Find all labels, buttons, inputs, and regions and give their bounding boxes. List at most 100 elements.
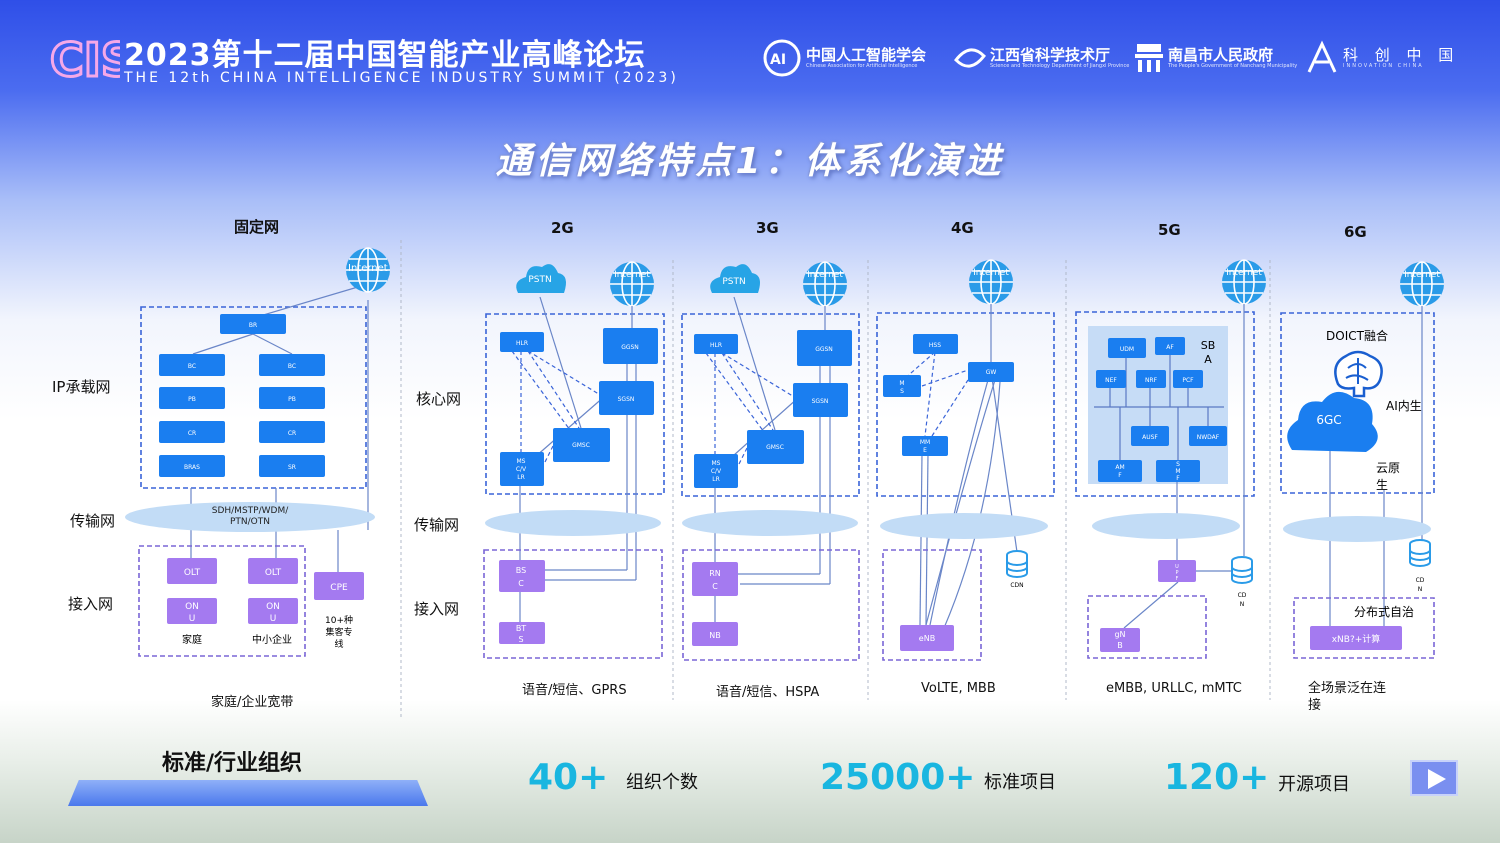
ciis-logo-icon: CIS xyxy=(49,32,121,89)
fixed-left-stack: BC PB CR BRAS xyxy=(159,354,225,477)
onu-label: U xyxy=(270,614,277,624)
cdn-label: CD xyxy=(1238,592,1247,599)
xnb-label: xNB?+计算 xyxy=(1332,633,1381,645)
6g-access-box xyxy=(1293,597,1435,659)
msc-node xyxy=(694,454,738,488)
internet-globe-icon xyxy=(968,259,1014,305)
transport-ellipse xyxy=(485,510,661,536)
partner-sub: Science and Technology Department of Jia… xyxy=(990,63,1130,69)
bsc-label: BS xyxy=(516,566,526,575)
cloud-native-label: 生 xyxy=(1376,478,1388,492)
transport-ellipse xyxy=(682,510,858,536)
ggsn-label: GGSN xyxy=(815,346,833,353)
gw-node xyxy=(968,362,1014,382)
node-label: BRAS xyxy=(184,464,200,471)
column-5g: 5G xyxy=(1158,221,1181,239)
gmsc-label: GMSC xyxy=(572,442,590,449)
hlr-label: HLR xyxy=(516,340,528,347)
6gc-cloud-icon xyxy=(1287,391,1378,452)
column-3g: 3G xyxy=(756,219,779,237)
cdn-label: CDN xyxy=(1010,582,1023,589)
next-slide-play-button[interactable] xyxy=(1410,760,1458,796)
bts-label: BT xyxy=(516,624,526,633)
3g-core-box xyxy=(681,313,860,497)
internet-label: Internet xyxy=(614,270,650,280)
msc-label: C/V xyxy=(516,466,527,473)
column-4g: 4G xyxy=(951,219,974,237)
cpe-note-line2: 集客专 xyxy=(325,626,352,638)
caption-2g: 语音/短信、GPRS xyxy=(522,683,627,698)
gmsc-node xyxy=(553,428,610,462)
onu-node xyxy=(167,598,217,624)
doict-label: DOICT融合 xyxy=(1326,328,1388,343)
4g-core-box xyxy=(876,312,1055,497)
upf-label: U xyxy=(1175,564,1179,570)
stat-opensource-value: 120+ xyxy=(1164,757,1270,798)
bts-node xyxy=(499,622,545,644)
partner-innovation-china: 科 创 中 国 INNOVATION CHINA xyxy=(1305,38,1459,78)
hss-node xyxy=(913,334,958,354)
column-6g: 6G xyxy=(1344,223,1367,241)
2g-access-box xyxy=(483,549,663,659)
node-label: PB xyxy=(188,396,196,403)
sgsn-node xyxy=(599,381,654,415)
summit-subtitle: THE 12th CHINA INTELLIGENCE INDUSTRY SUM… xyxy=(124,70,679,86)
olt-node xyxy=(167,558,217,584)
transport-ellipse xyxy=(880,513,1048,539)
ms-node xyxy=(883,375,921,397)
partner-nanchang: 南昌市人民政府 The People's Government of Nanch… xyxy=(1132,38,1297,78)
distributed-autonomy-label: 分布式自治 xyxy=(1354,605,1414,619)
caption-fixed: 家庭/企业宽带 xyxy=(211,695,294,710)
2g-core-box xyxy=(485,313,665,495)
nrf-label: NRF xyxy=(1145,377,1158,384)
internet-label: Internet xyxy=(348,263,388,274)
ai-native-label: AI内生 xyxy=(1386,399,1422,413)
internet-globe-icon xyxy=(802,261,848,307)
transport-tech-line2: PTN/OTN xyxy=(230,517,270,527)
mme-node xyxy=(902,436,948,456)
svg-text:AI: AI xyxy=(770,52,786,68)
cpe-node xyxy=(314,572,364,600)
msc-label: MS xyxy=(712,460,721,467)
6gc-label: 6GC xyxy=(1316,413,1341,427)
transport-tech-line1: SDH/MSTP/WDM/ xyxy=(212,506,289,516)
gnb-node xyxy=(1100,628,1140,652)
bsc-node xyxy=(499,560,545,592)
hlr-node xyxy=(500,332,544,352)
innovation-china-logo-icon xyxy=(1307,40,1337,73)
rnc-label: C xyxy=(712,582,718,591)
msc-label: C/V xyxy=(711,468,722,475)
internet-globe-icon xyxy=(1221,259,1267,305)
upf-label: F xyxy=(1176,576,1179,582)
partner-name: 江西省科学技术厅 xyxy=(990,46,1111,64)
node-label: PB xyxy=(288,396,296,403)
internet-label: Internet xyxy=(1404,270,1440,280)
sba-label: A xyxy=(1204,353,1212,366)
rnc-label: RN xyxy=(709,569,721,578)
rnc-node xyxy=(692,562,738,596)
ip-bearer-box xyxy=(140,306,367,489)
smf-label: S xyxy=(1176,461,1180,468)
caai-logo-icon: AI xyxy=(763,39,801,77)
node-label: SR xyxy=(288,464,296,471)
hss-label: HSS xyxy=(929,342,941,349)
onu-label: ON xyxy=(185,602,199,612)
stat-orgs-label: 组织个数 xyxy=(626,772,698,793)
pstn-label: PSTN xyxy=(528,275,551,285)
caption-5g: eMBB, URLLC, mMTC xyxy=(1106,681,1242,696)
transport-ellipse xyxy=(1283,516,1431,542)
gmsc-node xyxy=(747,430,804,464)
partner-name: 南昌市人民政府 xyxy=(1168,46,1274,64)
ms-label: S xyxy=(900,388,904,395)
layer-transport-left: 传输网 xyxy=(70,512,116,530)
home-label: 家庭 xyxy=(182,633,202,646)
onu-node xyxy=(248,598,298,624)
ggsn-label: GGSN xyxy=(621,344,639,351)
fixed-right-stack: BC PB CR SR xyxy=(259,354,325,477)
cpe-note-line3: 线 xyxy=(334,638,343,650)
cdn-label: CD xyxy=(1416,577,1425,584)
amf-label: AM xyxy=(1115,464,1124,471)
internet-globe-icon xyxy=(609,261,655,307)
ggsn-node xyxy=(603,328,658,364)
